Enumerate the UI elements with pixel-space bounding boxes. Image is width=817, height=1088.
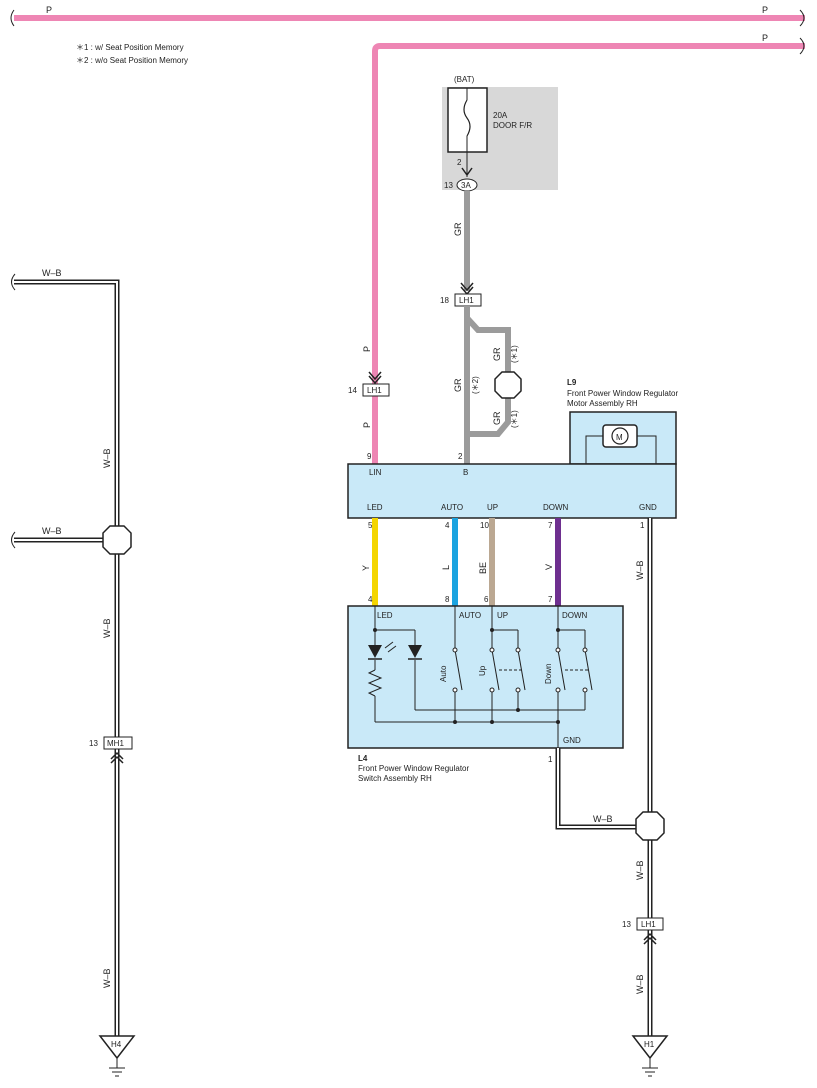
wb-junction-right [635, 811, 665, 841]
sw-pin-led-no: 4 [368, 595, 373, 604]
branch-note-1b: (＊1) [510, 410, 519, 428]
ground-right-label: H1 [644, 1040, 655, 1049]
note-2: ＊2 : w/o Seat Position Memory [76, 56, 188, 65]
led-icon [368, 645, 382, 658]
wb-label-l-3: W–B [102, 448, 112, 468]
wb-label-l-1: W–B [42, 268, 62, 278]
p-wire-label-left: P [46, 5, 52, 15]
pin-lin-label: LIN [369, 468, 382, 477]
pin-auto-label: AUTO [441, 503, 463, 512]
wb-wire-right: W–B W–B W–B W–B LH1 13 H1 [555, 518, 669, 1077]
ground-icon-right [631, 1035, 669, 1060]
fuse-source: (BAT) [454, 75, 475, 84]
gr-wire: GR LH1 18 GR (＊1) GR (＊1) GR (＊2) [440, 191, 522, 466]
sw-pin-gnd: GND [563, 736, 581, 745]
motor-name-1: Front Power Window Regulator [567, 389, 678, 398]
p-label-lin-1: P [362, 346, 372, 352]
lh1-pin-14: 14 [348, 386, 357, 395]
switch-name-1: Front Power Window Regulator [358, 764, 469, 773]
branch-note-1a: (＊1) [510, 345, 519, 363]
fuse-box: (BAT) 20A DOOR F/R 2 3A 13 [442, 75, 558, 192]
p-wire-label-right: P [762, 5, 768, 15]
gr-label-3: GR [492, 411, 502, 425]
p-wire-top: P P [10, 5, 805, 27]
sw-label-up: Up [478, 665, 487, 676]
pin-up-no: 10 [480, 521, 489, 530]
sw-pin-gnd-no: 1 [548, 755, 553, 764]
sw-pin-up-no: 6 [484, 595, 489, 604]
note-1: ＊1 : w/ Seat Position Memory [76, 43, 184, 52]
pin-lin-no: 9 [367, 452, 372, 461]
lh1-pin-18: 18 [440, 296, 449, 305]
wb-label-l-5: W–B [102, 968, 112, 988]
fuse-name: DOOR F/R [493, 121, 532, 130]
lh1-connector-18: LH1 [459, 296, 474, 305]
gr-label-2: GR [492, 347, 502, 361]
p-wire-lin: P LH1 14 P [348, 346, 390, 428]
pin-gnd-label: GND [639, 503, 657, 512]
motor-l9: M L9 Front Power Window Regulator Motor … [567, 378, 678, 465]
sw-pin-auto: AUTO [459, 611, 481, 620]
v-label: V [544, 564, 554, 570]
sw-pin-down: DOWN [562, 611, 588, 620]
motor-name-2: Motor Assembly RH [567, 399, 638, 408]
p-wire-second: P [372, 33, 805, 466]
sw-label-down: Down [544, 664, 553, 684]
wb-label-l-2: W–B [42, 526, 62, 536]
y-label: Y [361, 565, 371, 571]
lh1-connector-13: LH1 [641, 920, 656, 929]
motor-code: L9 [567, 378, 577, 387]
fuse-icon [463, 99, 471, 137]
pin-auto-no: 4 [445, 521, 450, 530]
pin-down-label: DOWN [543, 503, 569, 512]
switch-name-2: Switch Assembly RH [358, 774, 432, 783]
branch-note-2: (＊2) [471, 376, 480, 394]
ground-left-label: H4 [111, 1040, 122, 1049]
pin-led-no: 5 [368, 521, 373, 530]
wb-junction-left [102, 525, 132, 555]
mh1-connector: MH1 [107, 739, 124, 748]
mh1-pin: 13 [89, 739, 98, 748]
signal-wires: Y L BE V [361, 518, 561, 606]
sw-pin-down-no: 7 [548, 595, 553, 604]
pin-led-label: LED [367, 503, 383, 512]
wb-label-r-1: W–B [593, 814, 613, 824]
switch-l4: 4 8 6 7 LED AUTO UP DOWN GND [347, 595, 624, 783]
lh1-connector-14: LH1 [367, 386, 382, 395]
wb-label-l-4: W–B [102, 618, 112, 638]
diode-icon [408, 645, 422, 658]
motor-symbol: M [616, 433, 623, 442]
pin-down-no: 7 [548, 521, 553, 530]
fuse-conn-name: 3A [461, 181, 471, 190]
wb-label-r-3: W–B [635, 860, 645, 880]
pin-gnd-no: 1 [640, 521, 645, 530]
sw-pin-led: LED [377, 611, 393, 620]
motor-icon [611, 427, 629, 445]
switch-code: L4 [358, 754, 368, 763]
l-label: L [441, 565, 451, 570]
ground-icon-left [98, 1035, 136, 1060]
pin-b-no: 2 [458, 452, 463, 461]
fuse-pin-out: 2 [457, 158, 462, 167]
pin-up-label: UP [487, 503, 498, 512]
sw-pin-auto-no: 8 [445, 595, 450, 604]
pin-b-label: B [463, 468, 468, 477]
wb-label-r-4: W–B [635, 974, 645, 994]
wb-wire-left: W–B W–B W–B W–B W–B MH1 13 H4 [11, 268, 136, 1077]
sw-label-auto: Auto [439, 665, 448, 682]
fuse-rating: 20A [493, 111, 508, 120]
p-wire-label-right-2: P [762, 33, 768, 43]
wb-label-r-2: W–B [635, 560, 645, 580]
lh1-pin-13: 13 [622, 920, 631, 929]
be-label: BE [478, 562, 488, 574]
fuse-conn-pin: 13 [444, 181, 453, 190]
gr-label-1: GR [453, 222, 463, 236]
gr-junction-octagon [494, 371, 522, 399]
motor-connector-block: LIN B LED AUTO UP DOWN GND 9 2 5 4 10 7 … [347, 452, 677, 530]
p-label-lin-2: P [362, 422, 372, 428]
gr-label-4: GR [453, 378, 463, 392]
sw-pin-up: UP [497, 611, 508, 620]
